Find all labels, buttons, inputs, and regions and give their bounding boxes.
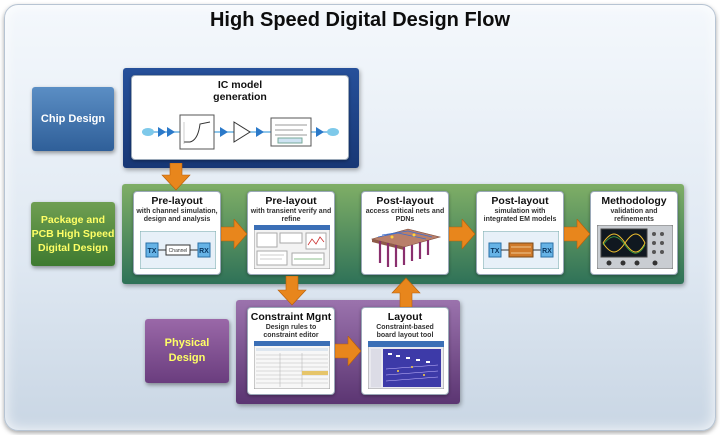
tx-label: TX [148, 248, 157, 255]
post-layout-em-card: Post-layout simulation with integrated E… [476, 191, 564, 275]
card-subtitle: Design rules to constraint editor [260, 324, 322, 340]
pdn-3d-thumbnail [368, 225, 444, 269]
card-subtitle: Constraint-based board layout tool [369, 324, 441, 340]
card-heading: Pre-layout [248, 195, 334, 207]
card-heading: Constraint Mgnt [248, 311, 334, 323]
card-heading: Methodology [591, 195, 677, 207]
card-heading: Post-layout [362, 195, 448, 207]
physical-design-label: Physical Design [145, 319, 229, 383]
ic-model-heading: IC model generation [205, 79, 275, 103]
arrow-constraint-to-layout [335, 336, 361, 366]
methodology-card: Methodology validation and refinements [590, 191, 678, 275]
card-heading: Layout [362, 311, 448, 323]
arrow-flow-3 [449, 219, 475, 249]
em-sim-thumbnail: TX RX [483, 231, 559, 269]
chip-design-label: Chip Design [32, 87, 114, 151]
tx-label: TX [491, 248, 500, 255]
board-layout-thumbnail [368, 341, 444, 389]
transient-sim-thumbnail [254, 225, 330, 269]
constraint-mgnt-card: Constraint Mgnt Design rules to constrai… [247, 307, 335, 395]
ic-model-diagram [138, 112, 344, 152]
card-heading: Pre-layout [134, 195, 220, 207]
card-subtitle: simulation with integrated EM models [477, 208, 563, 224]
post-layout-nets-card: Post-layout access critical nets and PDN… [361, 191, 449, 275]
arrow-flow-4 [564, 219, 590, 249]
arrow-ic-to-prelayout [161, 163, 191, 191]
package-pcb-label: Package and PCB High Speed Digital Desig… [31, 202, 115, 266]
card-subtitle: with transient verify and refine [248, 208, 334, 224]
rx-label: RX [542, 248, 552, 255]
card-subtitle: with channel simulation, design and anal… [134, 208, 220, 224]
arrow-prelayout-to-constraint [277, 276, 307, 306]
card-subtitle: access critical nets and PDNs [362, 208, 448, 224]
layout-card: Layout Constraint-based board layout too… [361, 307, 449, 395]
pre-layout-transient-card: Pre-layout with transient verify and ref… [247, 191, 335, 275]
channel-sim-thumbnail: TX Channel RX [140, 231, 216, 269]
card-heading: Post-layout [477, 195, 563, 207]
rx-label: RX [199, 248, 209, 255]
oscilloscope-thumbnail [597, 225, 673, 269]
channel-label: Channel [169, 248, 188, 254]
constraint-editor-thumbnail [254, 341, 330, 389]
diagram-title: High Speed Digital Design Flow [0, 9, 720, 32]
arrow-flow-1 [221, 219, 247, 249]
ic-model-card: IC model generation [131, 75, 349, 160]
arrow-layout-to-postlayout [391, 277, 421, 307]
card-subtitle: validation and refinements [591, 208, 677, 224]
pre-layout-channel-card: Pre-layout with channel simulation, desi… [133, 191, 221, 275]
